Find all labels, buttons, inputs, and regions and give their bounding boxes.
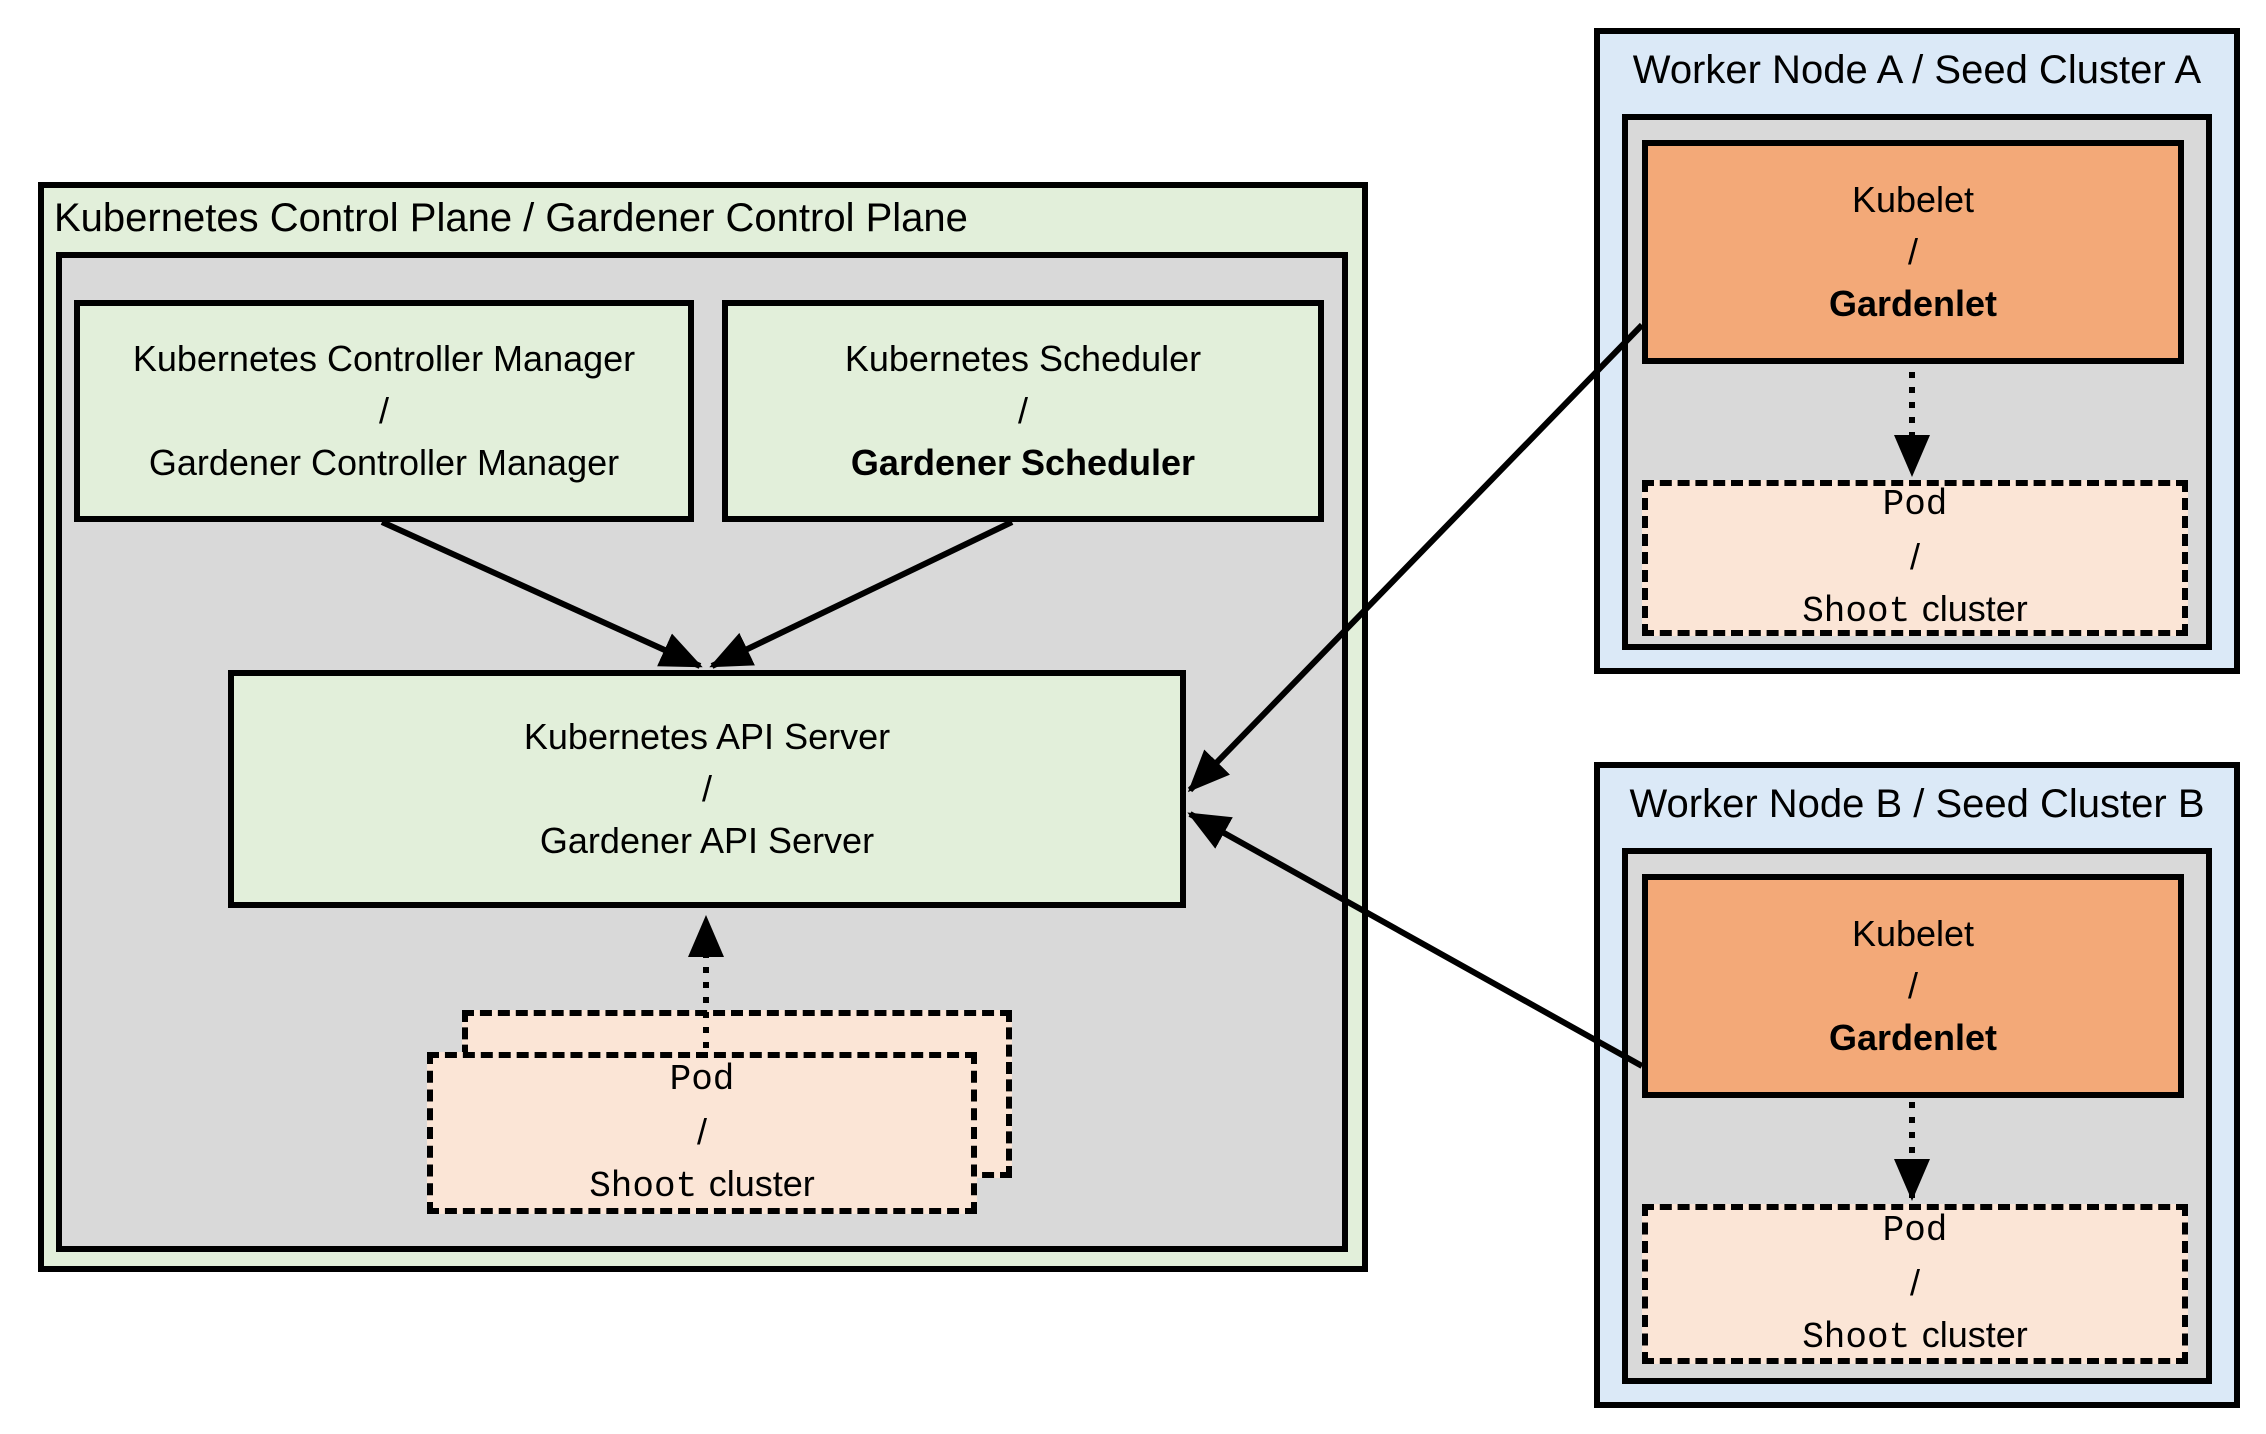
control-plane-box: Kubernetes Control Plane / Gardener Cont… [38,182,1368,1272]
pod-b-line1: Pod [1882,1209,1948,1251]
kubelet-a-line2: Gardenlet [1828,283,1998,324]
scheduler-line1: Kubernetes Scheduler [844,338,1202,379]
api-server-separator: / [701,768,712,809]
api-server-box: Kubernetes API Server / Gardener API Ser… [228,670,1186,908]
kubelet-gardenlet-a-box: Kubelet / Gardenlet [1642,140,2184,364]
worker-node-a-box: Worker Node A / Seed Cluster A Kubelet /… [1594,28,2240,674]
pod-b-line2-shoot: Shoot [1802,1316,1911,1358]
api-server-line1: Kubernetes API Server [523,716,891,757]
pod-line1: Pod [669,1058,735,1100]
worker-node-a-title: Worker Node A / Seed Cluster A [1632,48,2202,92]
controller-manager-line2: Gardener Controller Manager [148,442,620,483]
api-server-line2: Gardener API Server [539,820,875,861]
controller-manager-separator: / [378,390,389,431]
pod-b-line2-cluster: cluster [1921,1313,2028,1355]
pod-line2-cluster: cluster [708,1162,815,1204]
kubelet-b-line2: Gardenlet [1828,1017,1998,1058]
pod-a-line2-shoot: Shoot [1802,590,1911,632]
pod-b-separator: / [1909,1261,1920,1303]
scheduler-separator: / [1017,390,1028,431]
control-plane-inner-panel: Kubernetes Controller Manager / Gardener… [56,252,1348,1252]
kubelet-a-separator: / [1907,231,1918,272]
pod-a-separator: / [1909,535,1920,577]
kubelet-gardenlet-b-box: Kubelet / Gardenlet [1642,874,2184,1098]
kubelet-a-line1: Kubelet [1851,179,1975,220]
worker-node-b-box: Worker Node B / Seed Cluster B Kubelet /… [1594,762,2240,1408]
controller-manager-line1: Kubernetes Controller Manager [132,338,636,379]
pod-line2-shoot: Shoot [589,1165,698,1207]
control-plane-title: Kubernetes Control Plane / Gardener Cont… [54,196,968,240]
pod-a-line2-cluster: cluster [1921,587,2028,629]
scheduler-line2: Gardener Scheduler [850,442,1196,483]
controller-manager-box: Kubernetes Controller Manager / Gardener… [74,300,694,522]
kubelet-b-separator: / [1907,965,1918,1006]
worker-node-b-title: Worker Node B / Seed Cluster B [1629,782,2205,826]
scheduler-box: Kubernetes Scheduler / Gardener Schedule… [722,300,1324,522]
pod-separator: / [696,1110,707,1152]
kubelet-b-line1: Kubelet [1851,913,1975,954]
pod-a-line1: Pod [1882,483,1948,525]
